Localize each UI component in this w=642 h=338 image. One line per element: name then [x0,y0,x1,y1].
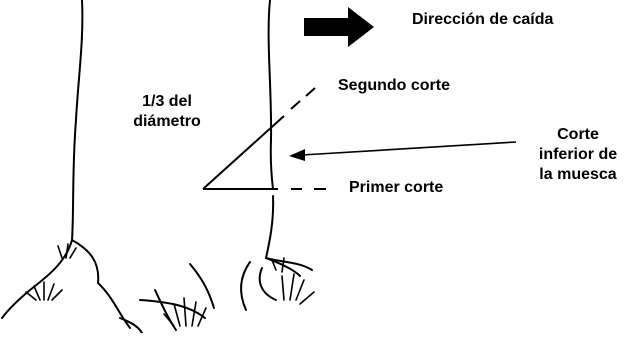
fall-direction-label: Dirección de caída [412,11,554,28]
second-cut-extension-dash-1 [290,100,301,110]
grass-tuft-5 [271,257,285,273]
grass-tuft-2 [57,243,77,259]
second-cut-label: Segundo corte [338,77,451,94]
second-cut-extension-dash-2 [305,87,316,97]
notch-floor-label-line-2: inferior de [538,146,618,163]
root-line-low-center [154,289,177,331]
root-line-left [71,239,100,284]
notch-pointer-line [301,141,517,156]
diameter-label: 1/3 del diámetro [112,92,222,132]
diameter-label-line-1: 1/3 del [142,93,192,110]
root-swirl-right [258,267,277,301]
root-line-middle [189,263,215,309]
notch-floor-label-line-1: Corte [557,126,599,143]
notch-pointer-arrowhead [289,149,305,161]
grass-tuft-3 [163,297,207,327]
first-cut-label: Primer corte [349,179,444,196]
grass-tuft-4 [281,273,315,305]
fall-direction-arrow-icon [304,7,374,47]
notch-floor-label-line-3: la muesca [539,166,617,183]
notch-floor-label: Corte inferior de la muesca [516,125,640,185]
root-line-bottom-left [119,317,143,334]
grass-tuft-1 [25,281,63,301]
root-line-center [97,282,131,329]
root-swirl-right-2 [265,257,313,271]
trunk-right-edge-upper [267,0,274,190]
root-line-bottom [139,299,206,319]
diameter-label-line-2: diámetro [133,113,201,130]
root-line-right [240,261,251,311]
trunk-left-edge [1,0,84,319]
second-cut-line [202,115,285,190]
